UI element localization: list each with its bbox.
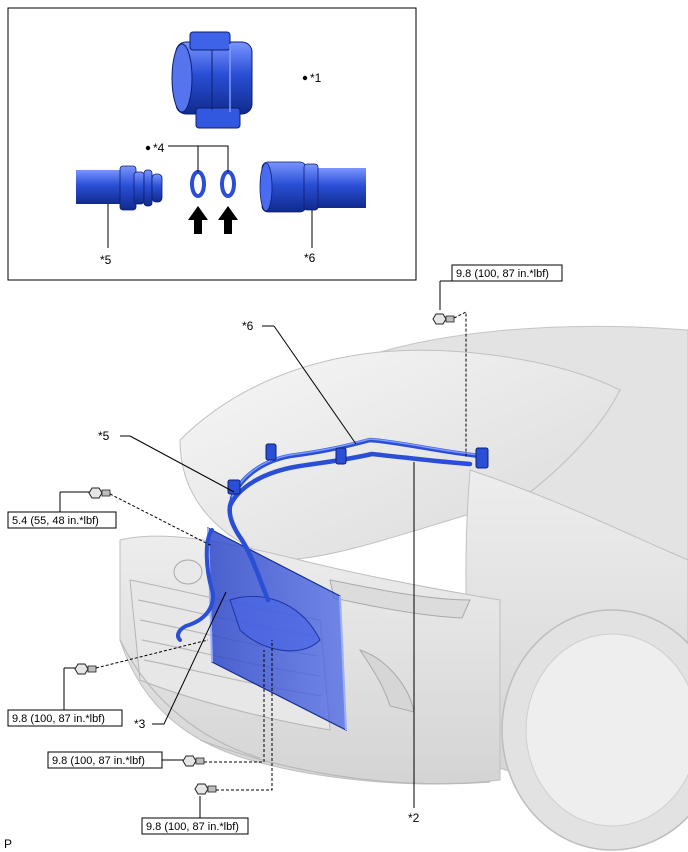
bolt-icon (182, 755, 205, 767)
bolt-icon (432, 313, 455, 325)
torque-spec-left-upper: 5.4 (55, 48 in.*lbf) (7, 491, 117, 529)
pipe-6-leader (273, 325, 357, 445)
corner-mark: P (4, 837, 12, 851)
pipe-end-part (76, 165, 163, 211)
svg-text:9.8 (100, 87 in.*lbf): 9.8 (100, 87 in.*lbf) (12, 713, 105, 725)
insert-arrow-icon (218, 206, 238, 234)
o-ring-leader (168, 145, 229, 172)
pipe-fitting (475, 447, 489, 469)
svg-text:9.8 (100, 87 in.*lbf): 9.8 (100, 87 in.*lbf) (146, 821, 239, 833)
bolt-dashed-line (453, 311, 467, 458)
cooler-pipe (176, 528, 215, 642)
torque-spec-bottom-low: 9.8 (100, 87 in.*lbf) (141, 796, 249, 835)
condenser-inlet-pipe (227, 497, 271, 603)
callout-6-main: *6 (242, 319, 254, 333)
bolt-icon (88, 487, 111, 499)
callout-dot (145, 145, 151, 151)
detail-inset: *1 *4 *5 *6 (7, 7, 417, 281)
callout-5-main: *5 (98, 429, 110, 443)
torque-spec-bottom-mid: 9.8 (100, 87 in.*lbf) (47, 751, 184, 769)
svg-text:9.8 (100, 87 in.*lbf): 9.8 (100, 87 in.*lbf) (456, 268, 549, 280)
svg-text:5.4 (55, 48 in.*lbf): 5.4 (55, 48 in.*lbf) (12, 515, 99, 527)
pipe-3-leader (152, 591, 227, 725)
ac-components (176, 437, 489, 732)
bolt-dashed-line (204, 650, 265, 763)
pipe-socket-part (259, 161, 366, 213)
callout-6-detail: *6 (304, 251, 316, 265)
torque-spec-left-lower: 9.8 (100, 87 in.*lbf) (7, 667, 123, 727)
torque-spec-top-right: 9.8 (100, 87 in.*lbf) (439, 264, 563, 310)
callout-1: *1 (310, 71, 322, 85)
svg-text:9.8 (100, 87 in.*lbf): 9.8 (100, 87 in.*lbf) (52, 755, 145, 767)
pipe-5-leader (129, 435, 235, 493)
pipe-clamp-part (171, 31, 253, 129)
bolt-dashed-line (95, 639, 209, 669)
vehicle-front-illustration (119, 325, 688, 851)
insert-arrow-icon (188, 206, 208, 234)
pipe-clamp-installed (335, 447, 347, 465)
bolt-dashed-line (216, 640, 273, 791)
bolt-icon (194, 783, 217, 795)
callout-3: *3 (134, 717, 146, 731)
callout-dot (302, 75, 308, 81)
callout-2: *2 (408, 811, 420, 825)
callout-4: *4 (153, 141, 165, 155)
bolt-dashed-line (109, 493, 213, 547)
pipe-clamp-installed (265, 443, 277, 461)
bolt-icon (74, 663, 97, 675)
callout-5-detail: *5 (100, 253, 112, 267)
